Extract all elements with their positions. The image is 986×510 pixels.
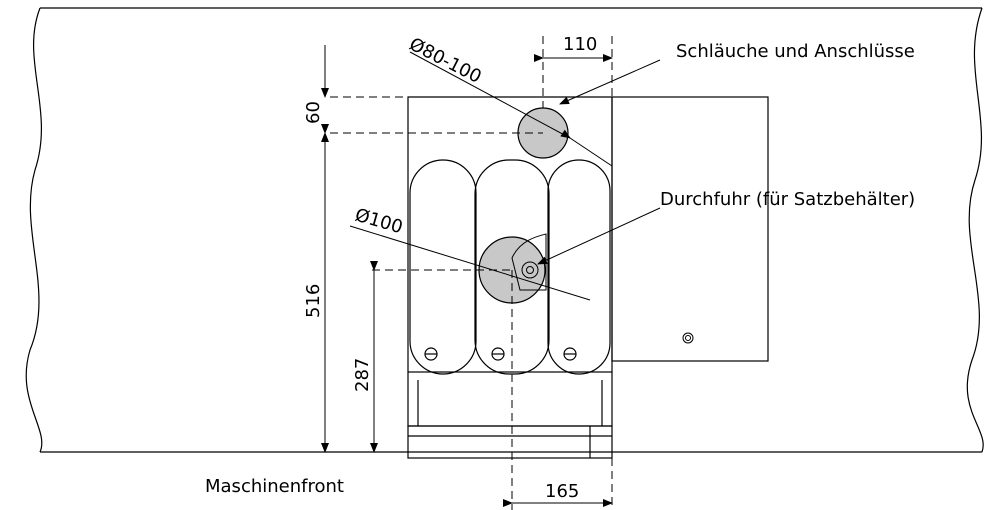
passage-leader — [349, 225, 591, 301]
dim-diameter-mid: Ø100 — [353, 205, 405, 239]
label-passage: Durchfuhr (für Satzbehälter) — [660, 189, 915, 210]
dimension-lines — [321, 45, 613, 507]
dim-110: 110 — [563, 34, 597, 55]
dim-60: 60 — [303, 101, 324, 124]
dim-165: 165 — [545, 481, 579, 502]
dim-diameter-top: Ø80-100 — [406, 34, 485, 88]
housing-screw — [682, 332, 694, 344]
hose-leader-arrow — [560, 129, 613, 167]
tank-right — [547, 159, 611, 375]
passage-fitting — [521, 261, 539, 279]
hose-leader — [409, 51, 571, 139]
tank-left — [409, 159, 477, 375]
dim-287: 287 — [352, 358, 373, 392]
label-hoses: Schläuche und Anschlüsse — [676, 41, 915, 62]
countertop-outline — [25, 7, 984, 453]
unit-body — [407, 96, 613, 459]
label-leaders — [537, 59, 661, 265]
label-machine-front: Maschinenfront — [205, 476, 344, 497]
dim-516: 516 — [303, 284, 324, 318]
passage-bracket — [511, 233, 547, 291]
machine-housing — [611, 96, 769, 362]
centerlines — [330, 36, 613, 510]
